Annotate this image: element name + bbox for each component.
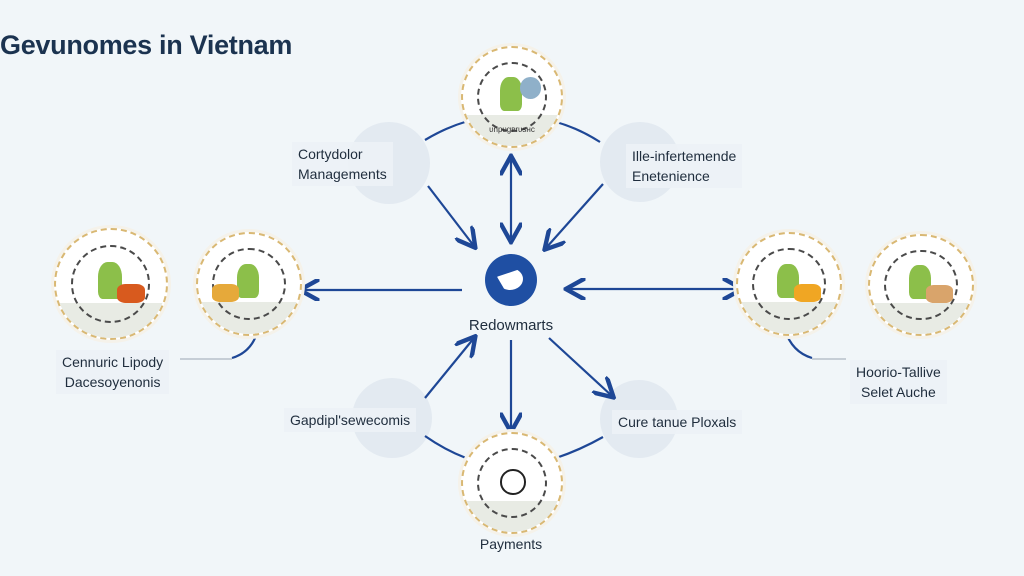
curve-bottom-right bbox=[555, 436, 604, 460]
label-line: Managements bbox=[298, 166, 387, 182]
curve-top-left bbox=[424, 120, 466, 141]
page-title: Gevunomes in Vietnam bbox=[0, 30, 293, 60]
label-line: Ille-infertemende bbox=[632, 148, 737, 164]
label-line: Selet Auche bbox=[861, 384, 936, 400]
label-line: Cortydolor bbox=[298, 146, 363, 162]
basket-icon bbox=[212, 284, 239, 302]
arrow-topright-center bbox=[546, 183, 604, 248]
arrow-bottomleft-center bbox=[424, 338, 474, 399]
animal-icon bbox=[116, 284, 146, 304]
arrow-topleft-center bbox=[427, 185, 474, 246]
basket-icon bbox=[926, 285, 953, 303]
label-bottom-right: Cure tanue Ploxals bbox=[612, 410, 743, 434]
label-bottom-left: Gapdipl'sewecomis bbox=[284, 408, 417, 432]
globe-icon bbox=[519, 77, 542, 99]
label-line: Dacesoyenonis bbox=[64, 374, 161, 390]
payments-label: Payments bbox=[479, 536, 543, 552]
person-icon bbox=[776, 264, 800, 298]
label-line: Enetenience bbox=[632, 168, 710, 184]
center-hub-logo[interactable] bbox=[485, 254, 537, 306]
node-left-2[interactable] bbox=[196, 232, 302, 336]
arrow-center-bottomright bbox=[548, 337, 612, 396]
top-node-caption: ᴜnpᴜgᴘrᴜsʜᴄ bbox=[489, 125, 535, 134]
person-icon bbox=[908, 265, 932, 299]
animal-icon bbox=[794, 284, 821, 302]
label-line: Hoorio-Tallive bbox=[856, 364, 941, 380]
label-line: Cennuric Lipody bbox=[62, 354, 164, 370]
node-bottom[interactable] bbox=[461, 432, 563, 534]
node-right-1[interactable] bbox=[736, 232, 842, 336]
node-right-2[interactable] bbox=[868, 234, 974, 336]
payment-icon bbox=[500, 469, 526, 495]
person-icon bbox=[236, 264, 260, 298]
center-label: Redowmarts bbox=[468, 317, 554, 334]
curve-bottom-left bbox=[424, 435, 467, 460]
curve-top-right bbox=[555, 120, 601, 143]
person-icon bbox=[500, 77, 522, 111]
node-left-1[interactable] bbox=[54, 228, 168, 340]
node-top[interactable]: ᴜnpᴜgᴘrᴜsʜᴄ bbox=[461, 46, 563, 148]
